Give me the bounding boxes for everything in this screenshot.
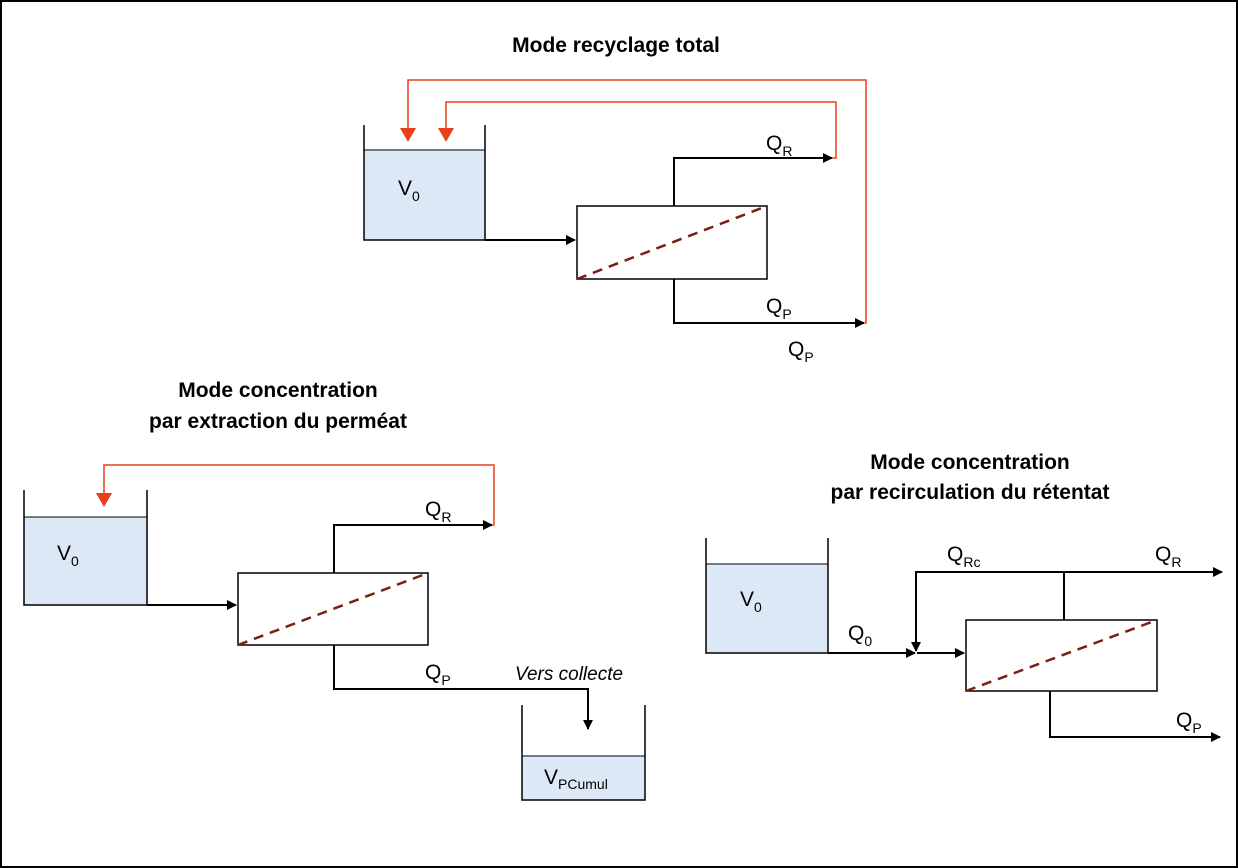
label-qr: QR (425, 498, 451, 525)
label-qp: QP (425, 661, 451, 688)
tank-liquid (24, 517, 147, 605)
collect-text: Vers collecte (515, 664, 623, 685)
recycle-arrowhead (96, 493, 112, 507)
permeate-line (673, 279, 865, 328)
retentate-line (333, 520, 493, 573)
membrane-module (576, 205, 768, 280)
label-qp: QP (1176, 709, 1202, 736)
diagram-extraction-permeat: Mode concentration par extraction du per… (23, 379, 646, 801)
tank-liquid (364, 150, 485, 240)
label-qp-second: QP (788, 338, 814, 365)
diagram-1-title: Mode recyclage total (512, 34, 720, 57)
tank-label: V0 (740, 588, 762, 615)
recycle-arrowhead (400, 128, 416, 142)
permeate-recycle-line (407, 79, 867, 324)
tank-label: V0 (57, 542, 79, 569)
tank-liquid (706, 564, 828, 653)
retentate-recycle-line (103, 464, 495, 526)
recycle-arrowhead (438, 128, 454, 142)
label-qr: QR (766, 132, 792, 159)
diagram-3-title-line-1: Mode concentration (870, 451, 1070, 474)
permeate-line (1049, 691, 1221, 742)
diagram-2-title-line-2: par extraction du perméat (149, 410, 407, 433)
label-qrc: QRc (947, 543, 980, 570)
diagram-2-title-line-1: Mode concentration (178, 379, 378, 402)
collect-tank-liquid (522, 756, 645, 800)
diagram-recirculation-retentat: Mode concentration par recirculation du … (705, 451, 1223, 742)
tank (363, 125, 486, 241)
recirculation-line (911, 571, 1064, 652)
membrane-module (965, 619, 1158, 692)
label-qp: QP (766, 295, 792, 322)
diagram-3-title-line-2: par recirculation du rétentat (831, 481, 1110, 504)
label-q0: Q0 (848, 622, 872, 649)
diagram-recyclage-total: Mode recyclage total V0 QR QP QP (363, 34, 867, 365)
collect-tank (521, 705, 646, 801)
label-qr: QR (1155, 543, 1181, 570)
retentate-line (673, 153, 833, 206)
permeate-line (333, 645, 593, 730)
tank-label: V0 (398, 177, 420, 204)
retentate-recycle-line (445, 101, 837, 159)
tank (23, 490, 148, 606)
tank (705, 538, 829, 654)
collect-tank-label: VPCumul (544, 766, 608, 792)
